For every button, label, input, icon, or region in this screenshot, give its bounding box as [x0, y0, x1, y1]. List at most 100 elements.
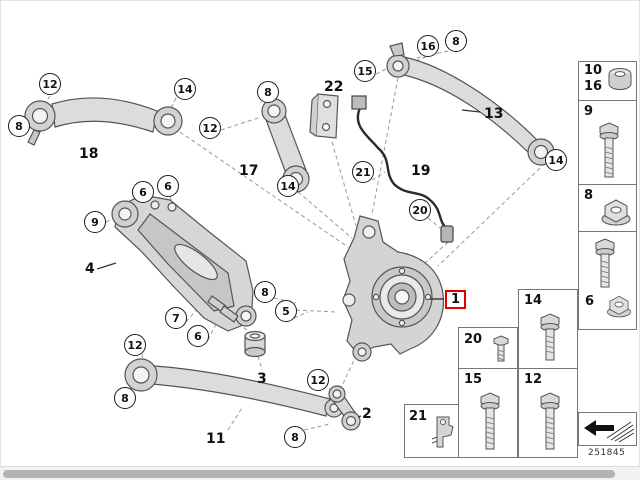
callout-label: 12	[202, 121, 218, 135]
flange-nut-icon	[607, 295, 631, 318]
hardware-box-21[interactable]: 21	[404, 404, 459, 458]
part-label-19[interactable]: 19	[411, 163, 431, 179]
callout-label: 12	[127, 338, 143, 352]
callout-label: 8	[121, 391, 129, 405]
part-label-13[interactable]: 13	[484, 106, 504, 122]
callout-14[interactable]: 14	[545, 149, 567, 171]
callout-label: 5	[282, 304, 290, 318]
callout-8[interactable]: 8	[8, 115, 30, 137]
callout-12[interactable]: 12	[124, 334, 146, 356]
part-label-4[interactable]: 4	[85, 261, 95, 277]
callout-label: 8	[261, 285, 269, 299]
callout-20[interactable]: 20	[409, 199, 431, 221]
callout-label: 8	[452, 34, 460, 48]
hardware-box-15[interactable]: 15	[458, 368, 518, 458]
callout-12[interactable]: 12	[307, 369, 329, 391]
part-19-sensor-cable	[351, 95, 454, 243]
callout-label: 12	[42, 77, 58, 91]
callout-label: 6	[164, 179, 172, 193]
part-4-control-arm	[111, 194, 257, 332]
box-number: 8	[584, 188, 594, 203]
callout-label: 15	[357, 64, 373, 78]
callout-7[interactable]: 7	[165, 307, 187, 329]
hardware-box-9[interactable]: 9	[578, 100, 637, 185]
hardware-box-14[interactable]: 14	[518, 289, 578, 369]
callout-label: 12	[310, 373, 326, 387]
box-number: 12	[524, 372, 543, 387]
box-number: 6	[585, 294, 595, 309]
hardware-box-6[interactable]: 6	[578, 231, 637, 330]
callout-15[interactable]: 15	[354, 60, 376, 82]
callout-label: 9	[91, 215, 99, 229]
horizontal-scrollbar-thumb[interactable]	[3, 470, 615, 478]
callout-label: 21	[355, 165, 371, 179]
callout-8[interactable]: 8	[284, 426, 306, 448]
flange-nut-icon	[601, 199, 631, 226]
hex-bolt-icon	[599, 122, 619, 178]
callout-6[interactable]: 6	[187, 325, 209, 347]
part-13-track-strut	[386, 42, 555, 166]
horizontal-scrollbar-track	[0, 466, 640, 480]
direction-arrow-icon	[584, 420, 635, 443]
callout-6[interactable]: 6	[132, 181, 154, 203]
part-2-link	[328, 385, 361, 431]
part-3-bushing	[244, 330, 266, 358]
callout-label: 8	[291, 430, 299, 444]
callout-9[interactable]: 9	[84, 211, 106, 233]
box-number: 10	[584, 63, 603, 78]
highlighted-part-1[interactable]: 1	[445, 290, 466, 309]
callout-8[interactable]: 8	[445, 30, 467, 52]
part-label-2[interactable]: 2	[362, 406, 372, 422]
callout-label: 16	[420, 39, 436, 53]
callout-12[interactable]: 12	[39, 73, 61, 95]
callout-label: 14	[280, 179, 296, 193]
callout-label: 14	[177, 82, 193, 96]
part-label-11[interactable]: 11	[206, 431, 226, 447]
callout-8[interactable]: 8	[257, 81, 279, 103]
callout-label: 8	[15, 119, 23, 133]
part-1-wheel-carrier	[342, 215, 445, 362]
direction-indicator-box[interactable]	[578, 412, 637, 446]
long-bolt-icon	[480, 392, 500, 450]
hardware-box-12[interactable]: 12	[518, 368, 578, 458]
callout-21[interactable]: 21	[352, 161, 374, 183]
callout-16[interactable]: 16	[417, 35, 439, 57]
callout-label: 20	[412, 203, 428, 217]
part-label-22[interactable]: 22	[324, 79, 344, 95]
callout-8[interactable]: 8	[114, 387, 136, 409]
callout-label: 6	[194, 329, 202, 343]
callout-14[interactable]: 14	[174, 78, 196, 100]
part-22-bracket	[309, 93, 339, 139]
hardware-box-20[interactable]: 20	[458, 327, 518, 369]
box-number: 14	[524, 293, 543, 308]
round-nut-icon	[608, 68, 632, 91]
callout-label: 8	[264, 85, 272, 99]
callout-12[interactable]: 12	[199, 117, 221, 139]
sensor-clip-icon	[431, 416, 454, 448]
part-label-17[interactable]: 17	[239, 163, 259, 179]
box-number: 20	[464, 332, 483, 347]
hardware-box-8[interactable]: 8	[578, 184, 637, 232]
box-number: 15	[464, 372, 483, 387]
hex-bolt-icon	[540, 313, 560, 361]
callout-5[interactable]: 5	[275, 300, 297, 322]
callout-8[interactable]: 8	[254, 281, 276, 303]
callout-label: 14	[548, 153, 564, 167]
callout-label: 7	[172, 311, 180, 325]
box-number: 16	[584, 79, 603, 94]
short-bolt-icon	[493, 335, 509, 362]
hex-bolt-icon	[595, 238, 615, 288]
box-number: 21	[409, 409, 428, 424]
part-18-upper-arm	[24, 97, 183, 146]
part-label-3[interactable]: 3	[257, 371, 267, 387]
hardware-box-10-16[interactable]: 10 16	[578, 61, 637, 101]
box-number: 9	[584, 104, 594, 119]
bolts-7-6	[207, 295, 239, 323]
part-label-18[interactable]: 18	[79, 146, 99, 162]
diagram-number: 251845	[588, 448, 626, 458]
callout-label: 6	[139, 185, 147, 199]
callout-6[interactable]: 6	[157, 175, 179, 197]
callout-14[interactable]: 14	[277, 175, 299, 197]
